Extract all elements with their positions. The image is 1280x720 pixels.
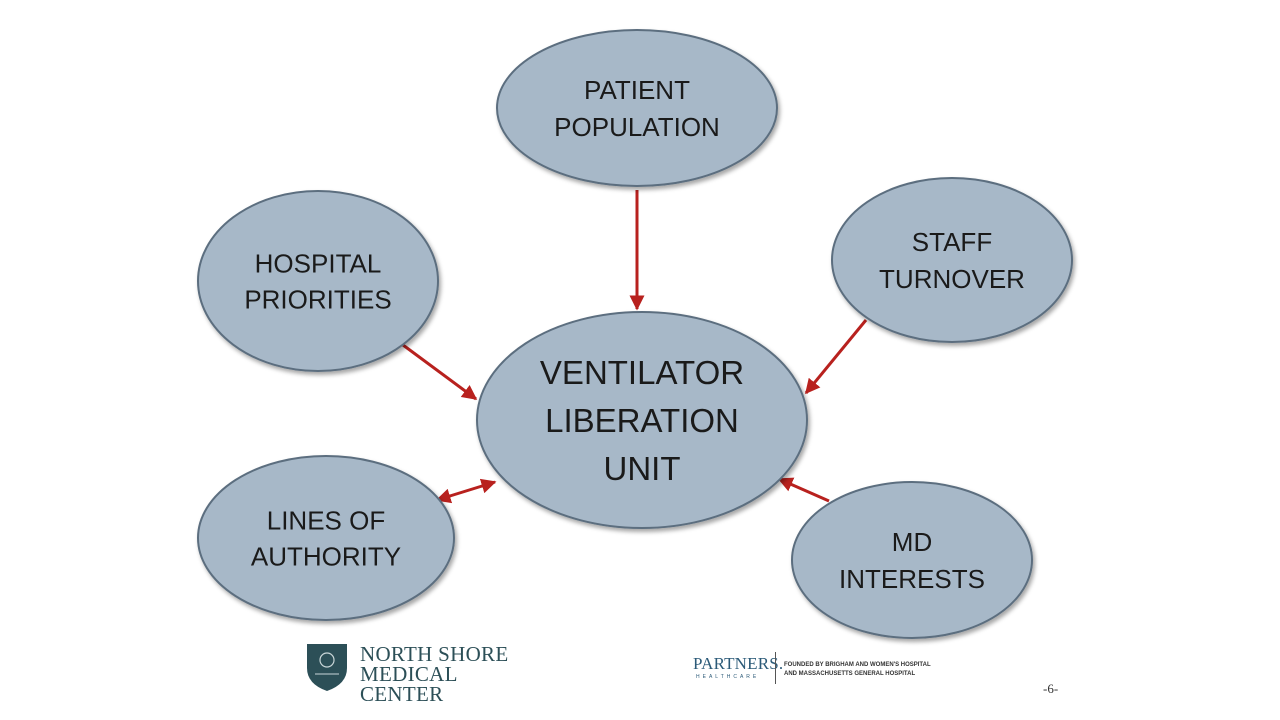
node-staff-turnover-ellipse: [831, 177, 1073, 343]
founded-line-2: AND MASSACHUSETTS GENERAL HOSPITAL: [784, 671, 916, 677]
node-lines-of-authority-label-line-1: LINES OF: [267, 505, 385, 535]
arrow-hospital-priorities-to-center: [402, 343, 478, 401]
page-number: -6-: [1043, 681, 1059, 696]
partners-wordmark: PARTNERS.: [693, 654, 784, 673]
node-staff-turnover-label-line-1: STAFF: [912, 227, 992, 257]
node-hospital-priorities-label-line-2: PRIORITIES: [244, 284, 391, 314]
node-lines-of-authority: LINES OF AUTHORITY: [197, 455, 455, 621]
node-ventilator-liberation-unit: VENTILATOR LIBERATION UNIT: [476, 311, 808, 529]
node-ventilator-liberation-unit-label-line-2: LIBERATION: [545, 402, 739, 439]
node-patient-population-ellipse: [496, 29, 778, 187]
nsmc-wordmark: NORTH SHORE MEDICAL CENTER: [360, 642, 545, 706]
partners-healthcare-logo: PARTNERS. HEALTHCARE FOUNDED BY BRIGHAM …: [690, 652, 990, 686]
node-staff-turnover: STAFF TURNOVER: [831, 177, 1073, 343]
node-md-interests-ellipse: [791, 481, 1033, 639]
arrows-layer: [402, 190, 868, 504]
node-hospital-priorities-ellipse: [197, 190, 439, 372]
nsmc-line-2: MEDICAL CENTER: [360, 662, 457, 706]
node-ventilator-liberation-unit-ellipse: [476, 311, 808, 529]
nodes-layer: PATIENT POPULATION HOSPITAL PRIORITIES STAFF…: [197, 29, 1073, 639]
arrow-md-interests-to-center: [777, 477, 830, 503]
node-hospital-priorities-label-line-1: HOSPITAL: [255, 248, 382, 278]
node-staff-turnover-label-line-2: TURNOVER: [879, 264, 1025, 294]
node-ventilator-liberation-unit-label-line-1: VENTILATOR: [540, 354, 744, 391]
founded-line-1: FOUNDED BY BRIGHAM AND WOMEN'S HOSPITAL: [784, 662, 931, 668]
node-ventilator-liberation-unit-label-line-3: UNIT: [604, 450, 681, 487]
nsmc-line-1: NORTH SHORE: [360, 642, 509, 666]
node-lines-of-authority-ellipse: [197, 455, 455, 621]
node-md-interests: MD INTERESTS: [791, 481, 1033, 639]
node-md-interests-label-line-1: MD: [892, 527, 932, 557]
arrow-lines-of-authority-to-center: [435, 478, 497, 504]
north-shore-medical-center-logo: NORTH SHORE MEDICAL CENTER: [305, 642, 545, 705]
arrow-staff-turnover-to-center: [804, 319, 868, 395]
node-hospital-priorities: HOSPITAL PRIORITIES: [197, 190, 439, 372]
node-md-interests-label-line-2: INTERESTS: [839, 564, 985, 594]
node-lines-of-authority-label-line-2: AUTHORITY: [251, 541, 401, 571]
partners-founded-text: FOUNDED BY BRIGHAM AND WOMEN'S HOSPITAL …: [784, 661, 931, 679]
partners-divider: [775, 652, 776, 684]
node-patient-population-label-line-1: PATIENT: [584, 75, 690, 105]
partners-subtitle: HEALTHCARE: [696, 674, 760, 680]
node-patient-population-label-line-2: POPULATION: [554, 112, 720, 142]
shield-icon: [307, 644, 347, 691]
node-patient-population: PATIENT POPULATION: [496, 29, 778, 187]
